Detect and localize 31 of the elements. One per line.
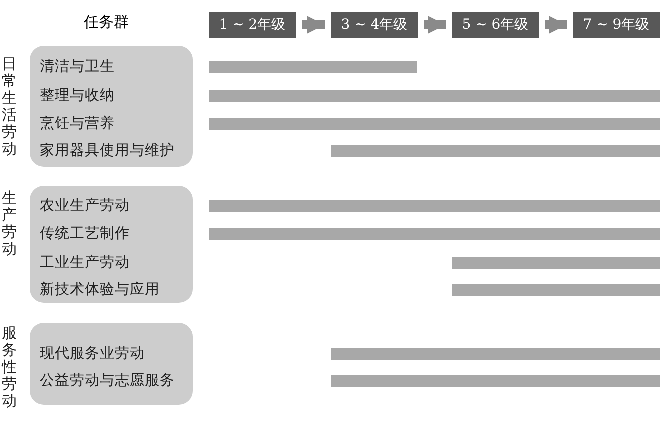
task-label: 公益劳动与志愿服务 xyxy=(40,372,175,390)
task-label: 新技术体验与应用 xyxy=(40,281,160,299)
task-label: 整理与收纳 xyxy=(40,87,115,105)
timeline-bar xyxy=(331,375,660,387)
category-heading: 日常生活劳动 xyxy=(2,56,18,158)
timeline-bar xyxy=(209,90,660,102)
arrow xyxy=(302,16,325,34)
task-label: 烹饪与营养 xyxy=(40,115,115,133)
grade-box: 5 ~ 6年级 xyxy=(452,12,539,38)
arrow xyxy=(424,16,446,34)
task-label: 农业生产劳动 xyxy=(40,197,130,215)
task-label: 家用器具使用与维护 xyxy=(40,142,175,160)
grade-box: 7 ~ 9年级 xyxy=(573,12,660,38)
timeline-bar xyxy=(452,257,660,269)
task-label: 现代服务业劳动 xyxy=(40,345,145,363)
timeline-bar xyxy=(209,61,417,73)
grade-box: 3 ~ 4年级 xyxy=(331,12,418,38)
task-label: 工业生产劳动 xyxy=(40,254,130,272)
category-heading: 生产劳动 xyxy=(2,190,18,258)
grade-box: 1 ~ 2年级 xyxy=(209,12,296,38)
timeline-bar xyxy=(209,228,660,240)
timeline-bar xyxy=(331,348,660,360)
task-label: 清洁与卫生 xyxy=(40,58,115,76)
arrow xyxy=(545,16,567,34)
timeline-bar xyxy=(452,284,660,296)
column-heading: 任务群 xyxy=(84,13,129,32)
category-heading: 服务性劳动 xyxy=(2,325,18,410)
task-label: 传统工艺制作 xyxy=(40,225,130,243)
timeline-bar xyxy=(209,118,660,130)
timeline-bar xyxy=(209,200,660,212)
timeline-bar xyxy=(331,145,660,157)
